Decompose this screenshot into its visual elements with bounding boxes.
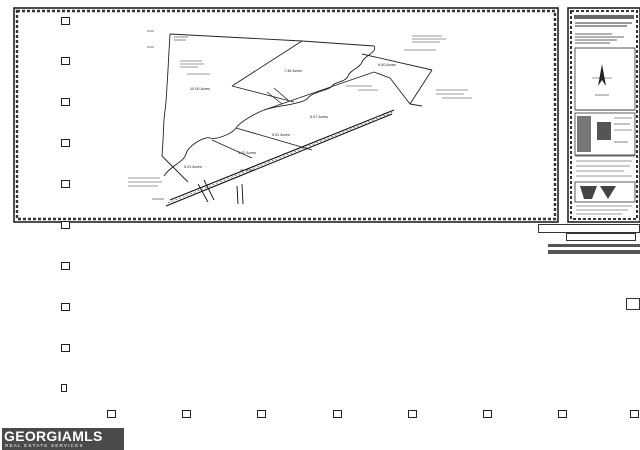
scan-marker-bottom-2: [182, 410, 191, 418]
survey-plat-sheet: 7.36 Acres 6.00 Acres 10.00 Acres 5.07 A…: [12, 6, 640, 224]
watermark-tagline: REAL ESTATE SERVICES: [5, 443, 84, 448]
scan-marker-bottom-3: [257, 410, 266, 418]
scan-marker-left-7: [61, 262, 70, 270]
scan-marker-left-8: [61, 303, 70, 311]
title-block: [574, 15, 636, 215]
georgia-mls-watermark: GEORGIAMLS REAL ESTATE SERVICES: [2, 428, 124, 450]
tract-label-7: 5.01 Acres: [184, 165, 202, 169]
scan-marker-left-10: [61, 384, 67, 392]
scan-marker-bottom-8: [630, 410, 639, 418]
tract-label-1: 7.36 Acres: [284, 69, 302, 73]
scan-marker-left-6: [61, 221, 70, 229]
legend-bar-1: [538, 224, 640, 233]
road-lines: [165, 87, 395, 207]
legend-bar-2: [566, 233, 636, 241]
tract-labels: 7.36 Acres 6.00 Acres 10.00 Acres 5.07 A…: [184, 63, 396, 169]
scan-marker-left-5: [61, 180, 70, 188]
scan-marker-bottom-5: [408, 410, 417, 418]
watermark-logo-text: GEORGIAMLS: [4, 428, 103, 444]
scan-marker-left-4: [61, 139, 70, 147]
tract-label-6: 5.02 Acres: [238, 151, 256, 155]
scan-marker-bottom-6: [483, 410, 492, 418]
parcel-boundaries: [161, 33, 433, 183]
tract-label-3: 10.00 Acres: [190, 87, 210, 91]
edge-mark: [626, 298, 640, 310]
scan-marker-bottom-4: [333, 410, 342, 418]
scan-marker-bottom-1: [107, 410, 116, 418]
legend-bar-4: [548, 250, 640, 254]
tract-label-4: 5.07 Acres: [310, 115, 328, 119]
plat-annotations: [128, 30, 472, 200]
tract-label-2: 6.00 Acres: [378, 63, 396, 67]
plat-drawing: 7.36 Acres 6.00 Acres 10.00 Acres 5.07 A…: [13, 7, 640, 223]
scan-marker-left-3: [61, 98, 70, 106]
scan-marker-left-2: [61, 57, 70, 65]
tract-label-5: 5.51 Acres: [272, 133, 290, 137]
scan-marker-left-1: [61, 17, 70, 25]
scan-marker-left-9: [61, 344, 70, 352]
scan-marker-bottom-7: [558, 410, 567, 418]
legend-bar-3: [548, 244, 640, 247]
